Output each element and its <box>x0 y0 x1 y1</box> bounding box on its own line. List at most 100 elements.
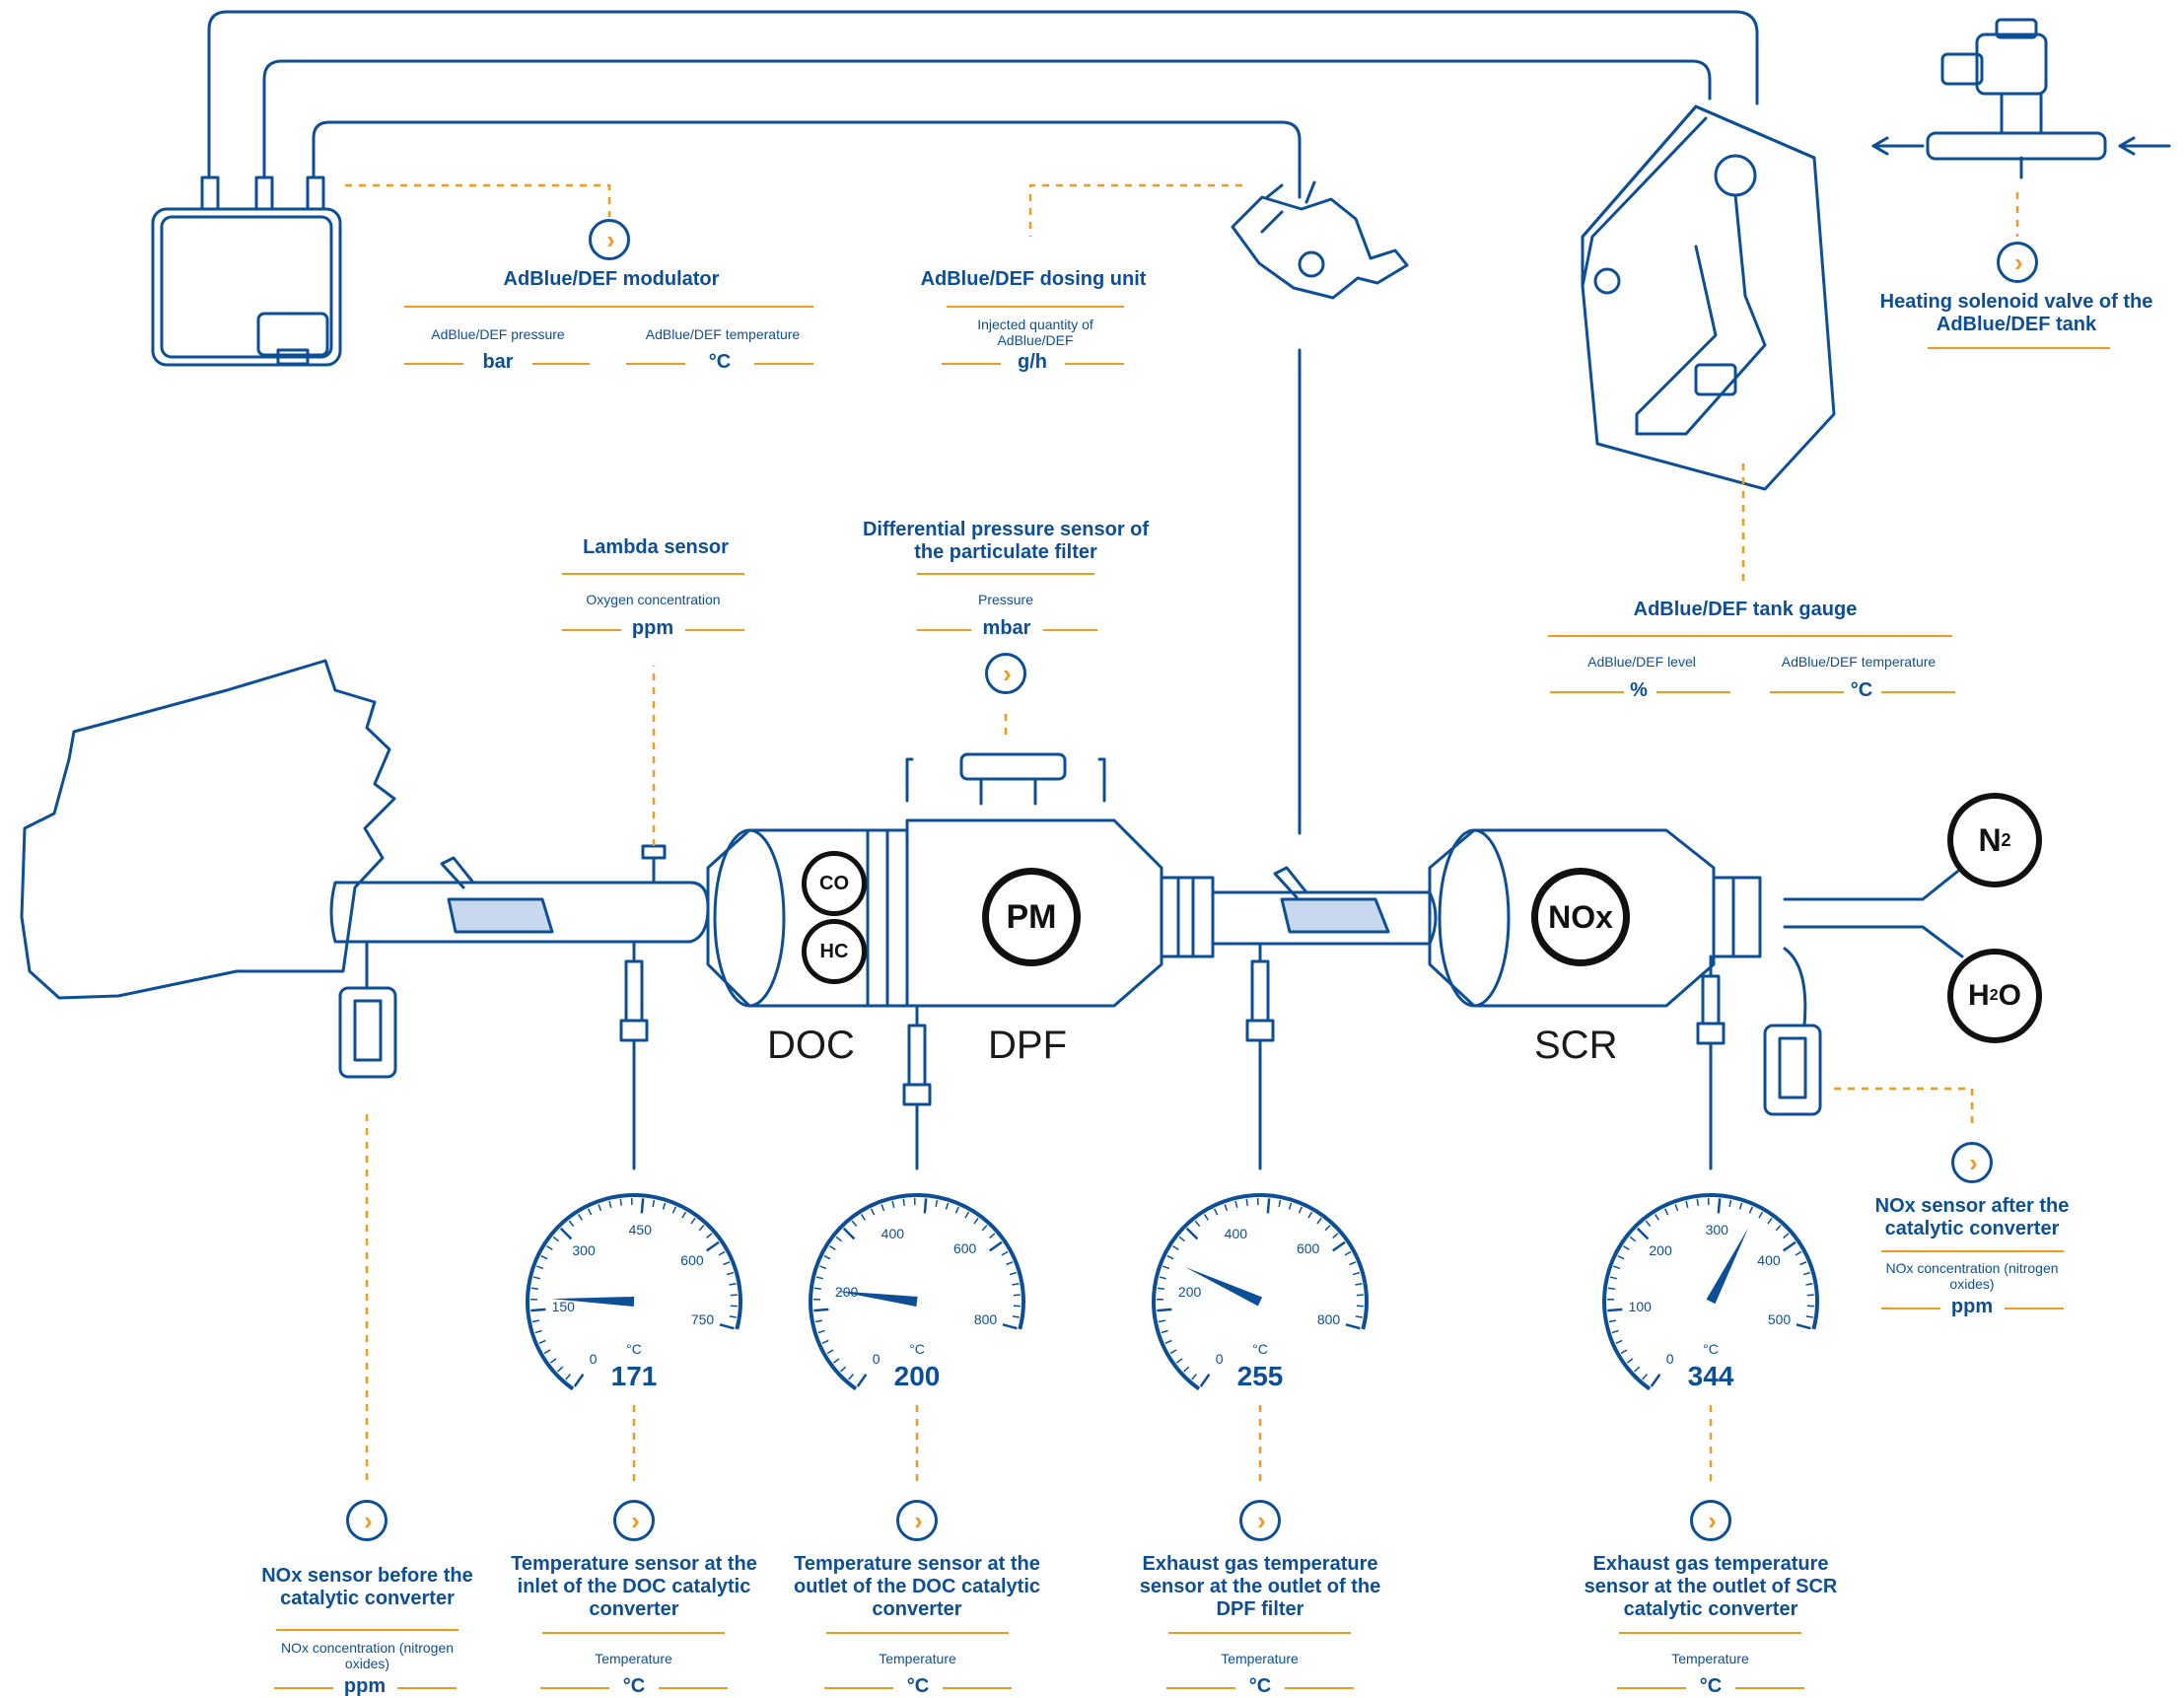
temp-doc-inlet-info-button[interactable]: › <box>613 1500 655 1541</box>
gauge-tick <box>1158 1288 1164 1289</box>
gauge-tick <box>663 1203 665 1210</box>
gauge-tick <box>682 1212 686 1218</box>
gauge-tick <box>730 1284 737 1285</box>
gauge-tick <box>1160 1277 1166 1279</box>
modulator-temp-label: AdBlue/DEF temperature <box>619 326 826 342</box>
tank-temp-label: AdBlue/DEF temperature <box>1755 654 1962 670</box>
temp-dpf-outlet-info-button[interactable]: › <box>1239 1500 1281 1541</box>
gauge-tick <box>982 1226 987 1231</box>
rule-seg <box>659 1687 728 1689</box>
gauge-tick-label: 200 <box>827 1284 867 1300</box>
chevron-right-icon: › <box>1969 1150 1978 1175</box>
temp-doc-inlet-unit: °C <box>611 1675 657 1698</box>
gauge-tick <box>813 1309 828 1310</box>
rule-seg <box>1881 1308 1940 1309</box>
gauge-tick <box>925 1198 926 1213</box>
gauge-tick-label: 750 <box>683 1311 723 1327</box>
gauge-tick <box>566 1375 571 1380</box>
gauge-tick <box>1759 1212 1763 1218</box>
gauge-tick <box>531 1288 538 1289</box>
gauge-tick <box>707 1234 712 1238</box>
gauge-tick <box>955 1207 958 1213</box>
tailpipe-to-h2o <box>1785 927 1962 956</box>
tank-level-label: AdBlue/DEF level <box>1548 654 1735 670</box>
gauge-tick <box>1268 1198 1269 1213</box>
gauge-tick <box>990 1242 1002 1251</box>
gauge-tick <box>824 1256 830 1259</box>
nox-before-unit: ppm <box>335 1675 394 1698</box>
temp-doc-inlet-title: Temperature sensor at the inlet of the D… <box>508 1553 760 1621</box>
rule-seg <box>824 1687 893 1689</box>
temp-doc-outlet-label: Temperature <box>826 1651 1009 1666</box>
lambda-rule <box>562 573 744 575</box>
nox-before-info-button[interactable]: › <box>346 1500 387 1541</box>
gauge-tick <box>553 1237 558 1240</box>
gauge-tick <box>1697 1199 1698 1206</box>
rule-seg <box>274 1687 333 1689</box>
modulator-temp-unit: °C <box>687 351 752 374</box>
temp-scr-outlet-unit: °C <box>1688 1675 1733 1698</box>
temp-scr-outlet-info-button[interactable]: › <box>1690 1500 1731 1541</box>
gauge-tick <box>1010 1273 1017 1275</box>
gauge-tick <box>1013 1316 1020 1317</box>
gauge-tick-label: 300 <box>1697 1222 1736 1238</box>
modulator-info-button[interactable]: › <box>589 219 630 260</box>
gauge-tick <box>1317 1218 1321 1224</box>
nox-after-info-button[interactable]: › <box>1951 1142 1993 1183</box>
lambda-oxygen-label: Oxygen concentration <box>547 592 759 607</box>
gauge-tick <box>707 1242 719 1251</box>
gauge-tick <box>1187 1229 1198 1239</box>
gauge-tick-label: 200 <box>1170 1284 1210 1300</box>
nox-after-rule <box>1881 1250 2064 1252</box>
gauge-tick <box>1172 1246 1178 1250</box>
rule-seg <box>1735 1687 1804 1689</box>
gauge-tick <box>536 1266 543 1268</box>
rule-seg <box>1285 1687 1354 1689</box>
gauge-tick <box>946 1203 948 1210</box>
gauge-value: 200 <box>858 1361 976 1392</box>
gauge-unit: °C <box>1240 1341 1280 1357</box>
gauge-tick <box>1638 1229 1649 1239</box>
gauge-tick <box>579 1214 583 1220</box>
gauge-tick <box>1776 1226 1781 1231</box>
gauge-tick <box>1623 1246 1629 1250</box>
gauge-tick <box>544 1350 550 1354</box>
gauge-tick <box>1784 1234 1789 1238</box>
gauge-tick <box>1184 1367 1189 1372</box>
gauge-tick <box>569 1221 573 1226</box>
h2o-o: O <box>1999 979 2021 1013</box>
gauge-tick <box>558 1367 563 1372</box>
modulator-pressure-unit: bar <box>465 351 530 374</box>
gauge-tick <box>849 1375 854 1380</box>
diff-pressure-info-button[interactable]: › <box>985 653 1026 694</box>
gauge-tick <box>653 1200 654 1207</box>
doc-canister <box>708 830 907 1006</box>
gauge-tick <box>822 1340 828 1343</box>
gauge-tick-label: 400 <box>1216 1226 1255 1241</box>
gauge-tick <box>1205 1214 1209 1220</box>
tank-temp-unit: °C <box>1844 679 1879 702</box>
gauge-tick <box>1007 1262 1013 1265</box>
chevron-right-icon: › <box>2014 249 2023 275</box>
nox-badge: NOx <box>1531 868 1630 966</box>
gauge-tick <box>1192 1375 1197 1380</box>
chevron-right-icon: › <box>1708 1508 1717 1533</box>
gauge-tick <box>727 1273 734 1275</box>
temp-doc-outlet-info-button[interactable]: › <box>896 1500 938 1541</box>
gauge-tick <box>1167 1256 1173 1259</box>
temp-doc-outlet-title: Temperature sensor at the outlet of the … <box>789 1553 1045 1621</box>
gauge-tick <box>1225 1204 1227 1211</box>
heating-valve-info-button[interactable]: › <box>1997 242 2038 283</box>
gauge-tick <box>1806 1316 1813 1317</box>
gauge-tick <box>836 1237 841 1240</box>
gauge-tick <box>1686 1201 1688 1208</box>
temp-dpf-outlet-title: Exhaust gas temperature sensor at the ou… <box>1124 1553 1396 1621</box>
gauge-value: 344 <box>1652 1361 1770 1392</box>
gauge-tick <box>691 1218 695 1224</box>
gauge-tick-label: 300 <box>564 1242 603 1258</box>
gauge-tick <box>1806 1284 1813 1285</box>
dosing-rule <box>947 306 1124 308</box>
catalyst-shape-2 <box>1282 899 1388 932</box>
gauge-unit: °C <box>1691 1341 1730 1357</box>
gauge-tick <box>1162 1330 1168 1332</box>
